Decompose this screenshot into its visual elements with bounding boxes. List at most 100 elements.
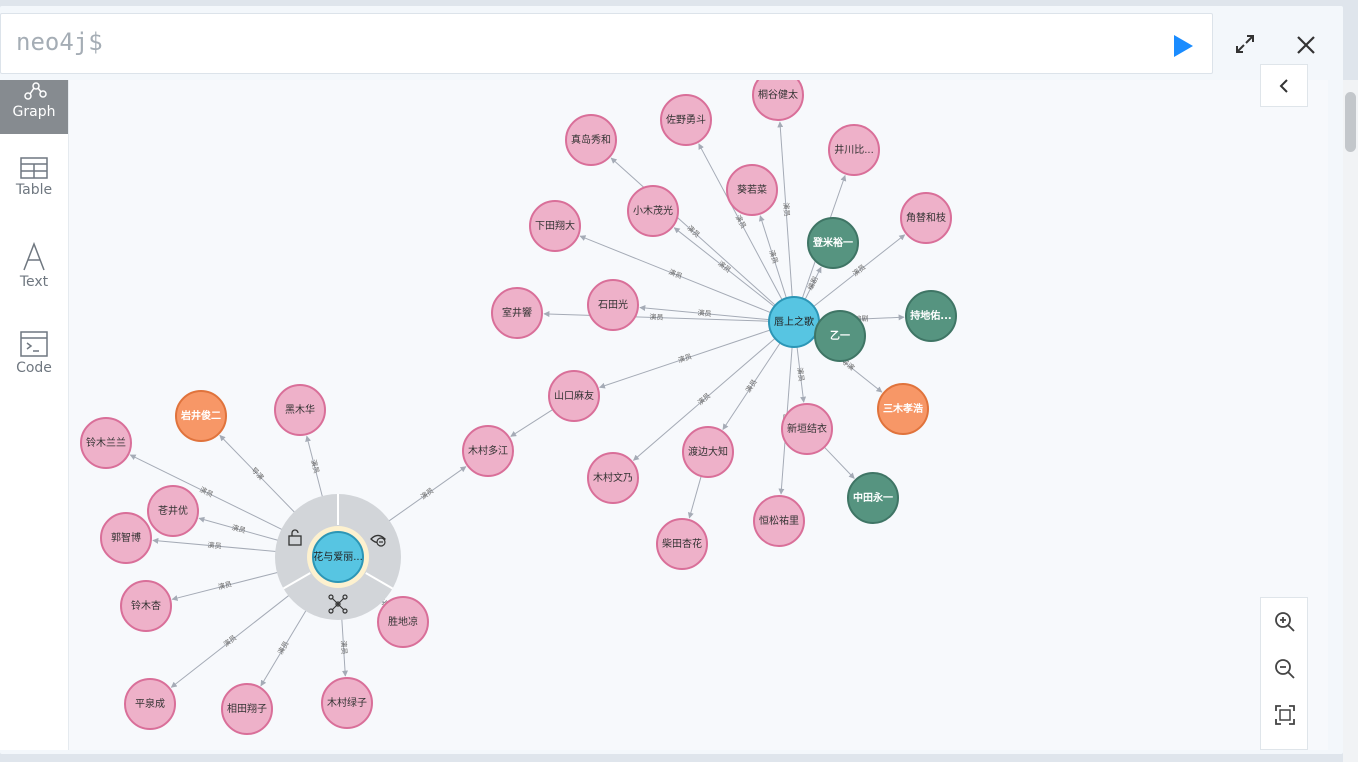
node-circle[interactable]: [660, 94, 712, 146]
relationship-edge[interactable]: [305, 435, 323, 498]
graph-node[interactable]: 苍井优: [147, 485, 199, 537]
node-circle[interactable]: [752, 80, 804, 121]
relationship-edge[interactable]: [796, 346, 807, 403]
graph-node[interactable]: 持地佑...: [905, 290, 957, 342]
node-circle[interactable]: [462, 425, 514, 477]
graph-node[interactable]: 恒松祐里: [753, 495, 805, 547]
sidebar-item-code[interactable]: Code: [0, 330, 68, 402]
relationship-edge[interactable]: [170, 594, 290, 688]
node-circle[interactable]: [312, 531, 364, 583]
node-circle[interactable]: [682, 426, 734, 478]
graph-node[interactable]: 唇上之歌: [768, 296, 820, 348]
sidebar-item-text[interactable]: Text: [0, 242, 68, 314]
graph-node[interactable]: 平泉成: [124, 678, 176, 730]
scrollbar-thumb[interactable]: [1345, 92, 1356, 152]
graph-node[interactable]: 黑木华: [274, 384, 326, 436]
relationship-edge[interactable]: [758, 215, 787, 299]
relationship-edge[interactable]: [129, 454, 283, 531]
scrollbar[interactable]: [1343, 80, 1358, 762]
node-circle[interactable]: [124, 678, 176, 730]
play-icon[interactable]: [1171, 33, 1195, 59]
graph-node[interactable]: 中田永一: [847, 472, 899, 524]
unlock-icon[interactable]: [288, 529, 302, 546]
graph-node[interactable]: 木村绿子: [321, 677, 373, 729]
zoom-in-icon[interactable]: [1273, 610, 1297, 634]
relationship-edge[interactable]: [777, 121, 793, 298]
graph-node[interactable]: 郭智博: [100, 512, 152, 564]
relationship-edge[interactable]: [673, 227, 775, 307]
graph-node[interactable]: 登米裕一: [807, 217, 859, 269]
relationship-edge[interactable]: [341, 618, 349, 677]
expand-neighbors-icon[interactable]: [328, 594, 348, 614]
fit-icon[interactable]: [1273, 703, 1297, 727]
node-circle[interactable]: [587, 452, 639, 504]
graph-node[interactable]: 柴田杏花: [656, 518, 708, 570]
node-circle[interactable]: [781, 403, 833, 455]
node-circle[interactable]: [905, 290, 957, 342]
graph-node[interactable]: 小木茂光: [627, 185, 679, 237]
node-circle[interactable]: [120, 580, 172, 632]
relationship-edge[interactable]: [813, 234, 906, 307]
node-circle[interactable]: [221, 683, 273, 735]
graph-svg[interactable]: 演员演员演员演员演员演员演员演员编剧演员演员编剧编剧演员导演演员演员演员演员演员…: [69, 80, 1328, 750]
relationship-edge[interactable]: [219, 434, 296, 513]
graph-node[interactable]: 木村多江: [462, 425, 514, 477]
zoom-out-icon[interactable]: [1273, 657, 1297, 681]
eye-slash-icon[interactable]: [370, 534, 386, 547]
node-circle[interactable]: [726, 164, 778, 216]
graph-node[interactable]: 井川比...: [828, 124, 880, 176]
graph-node[interactable]: 木村文乃: [587, 452, 639, 504]
graph-node[interactable]: 真岛秀和: [565, 114, 617, 166]
node-circle[interactable]: [100, 512, 152, 564]
graph-node[interactable]: 三木孝浩: [877, 383, 929, 435]
graph-node[interactable]: 铃木兰兰: [80, 417, 132, 469]
node-circle[interactable]: [321, 677, 373, 729]
query-editor[interactable]: neo4j$: [0, 13, 1213, 74]
node-circle[interactable]: [548, 370, 600, 422]
graph-node[interactable]: 下田翔大: [529, 200, 581, 252]
node-circle[interactable]: [175, 390, 227, 442]
graph-node[interactable]: 岩井俊二: [175, 390, 227, 442]
close-icon[interactable]: [1294, 33, 1318, 57]
node-circle[interactable]: [377, 596, 429, 648]
relationship-edge[interactable]: [171, 571, 279, 601]
node-circle[interactable]: [491, 287, 543, 339]
node-circle[interactable]: [847, 472, 899, 524]
expand-icon[interactable]: [1234, 33, 1256, 55]
relationship-edge[interactable]: [260, 609, 307, 687]
collapse-panel-button[interactable]: [1260, 64, 1308, 107]
graph-canvas[interactable]: 演员演员演员演员演员演员演员演员编剧演员演员编剧编剧演员导演演员演员演员演员演员…: [69, 64, 1328, 750]
node-circle[interactable]: [877, 383, 929, 435]
relationship-edge[interactable]: [599, 329, 771, 389]
node-circle[interactable]: [814, 310, 866, 362]
sidebar-item-table[interactable]: Table: [0, 156, 68, 228]
relationship-edge[interactable]: [687, 475, 702, 519]
graph-node[interactable]: 桐谷健太: [752, 80, 804, 121]
relationship-edge[interactable]: [639, 305, 770, 321]
relationship-edge[interactable]: [543, 311, 770, 322]
node-circle[interactable]: [828, 124, 880, 176]
node-circle[interactable]: [807, 217, 859, 269]
node-circle[interactable]: [627, 185, 679, 237]
relationship-edge[interactable]: [388, 466, 467, 522]
node-circle[interactable]: [80, 417, 132, 469]
relationship-edge[interactable]: [610, 157, 776, 306]
graph-node[interactable]: 佐野勇斗: [660, 94, 712, 146]
relationship-edge[interactable]: [632, 337, 776, 461]
node-circle[interactable]: [529, 200, 581, 252]
node-circle[interactable]: [565, 114, 617, 166]
graph-node[interactable]: 室井響: [491, 287, 543, 339]
node-circle[interactable]: [656, 518, 708, 570]
node-circle[interactable]: [753, 495, 805, 547]
relationship-edge[interactable]: [579, 235, 771, 314]
sidebar-item-graph[interactable]: Graph: [0, 80, 68, 134]
relationship-edge[interactable]: [804, 266, 822, 300]
graph-node[interactable]: 角替和枝: [900, 192, 952, 244]
node-circle[interactable]: [900, 192, 952, 244]
relationship-edge[interactable]: [198, 516, 279, 541]
node-circle[interactable]: [274, 384, 326, 436]
graph-node[interactable]: 渡边大知: [682, 426, 734, 478]
node-circle[interactable]: [587, 279, 639, 331]
relationship-edge[interactable]: [698, 143, 783, 301]
graph-node[interactable]: 相田翔子: [221, 683, 273, 735]
